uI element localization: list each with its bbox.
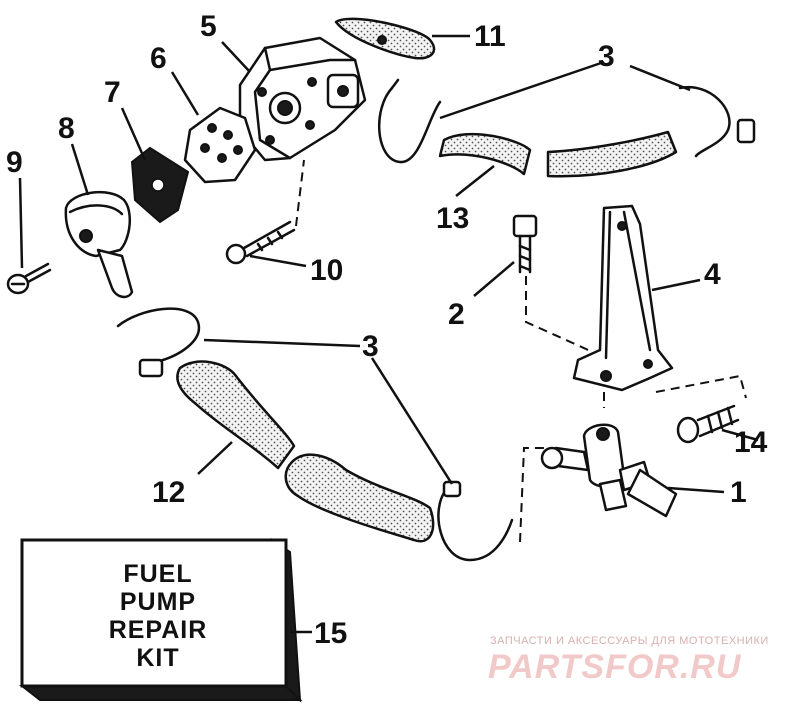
- callout-6: 6: [150, 42, 167, 75]
- leader-13: [455, 165, 495, 197]
- leader-8: [70, 143, 90, 196]
- part-5-fuel-pump-body: [238, 36, 367, 162]
- callout-2: 2: [448, 298, 465, 331]
- kit-label-line-2: PUMP: [120, 588, 196, 616]
- leader-3-lower-b: [370, 357, 454, 485]
- leader-10: [249, 254, 307, 268]
- callout-13: 13: [436, 202, 469, 235]
- leader-12: [197, 441, 233, 475]
- dashed-guide-4: [603, 374, 747, 408]
- part-14-screw: [676, 404, 740, 444]
- part-15-repair-kit: [19, 538, 303, 703]
- callout-11: 11: [474, 20, 506, 53]
- kit-label-line-1: FUEL: [123, 560, 192, 588]
- leader-3-upper-a: [439, 60, 605, 120]
- part-6-diaphragm: [183, 106, 257, 184]
- callout-15: 15: [314, 617, 347, 650]
- callout-14: 14: [734, 426, 768, 459]
- part-13-fuel-hose: [438, 130, 678, 178]
- callout-7: 7: [104, 76, 121, 109]
- leader-1: [667, 486, 725, 494]
- leader-2: [473, 261, 515, 297]
- leader-4: [651, 278, 701, 292]
- leader-6: [170, 71, 200, 116]
- watermark-tagline: ЗАПЧАСТИ И АКСЕССУАРЫ ДЛЯ МОТОТЕХНИКИ: [490, 635, 769, 647]
- kit-label-line-4: KIT: [136, 644, 179, 672]
- part-7-gasket: [130, 146, 190, 224]
- part-10-bolt: [225, 220, 296, 265]
- part-12-fuel-hose: [176, 360, 435, 543]
- leader-3-upper-b: [629, 64, 691, 92]
- callout-5: 5: [200, 10, 217, 43]
- leader-5: [221, 41, 251, 73]
- part-8-filter-cover: [64, 191, 134, 299]
- callout-3-lower: 3: [362, 330, 379, 363]
- dashed-guide-1: [519, 447, 550, 543]
- part-11-gasket: [334, 17, 436, 60]
- part-4-bracket: [572, 204, 674, 392]
- callout-4: 4: [704, 258, 721, 291]
- kit-label-line-3: REPAIR: [109, 616, 208, 644]
- part-1-fuel-connector: [540, 423, 678, 518]
- leader-9: [18, 177, 24, 269]
- part-9-screw: [6, 262, 52, 295]
- callout-8: 8: [58, 112, 75, 145]
- callout-1: 1: [730, 476, 747, 509]
- part-3-clamp-upper: [377, 78, 756, 164]
- watermark-brand: PARTSFOR.RU: [488, 648, 742, 686]
- part-2-bolt: [512, 214, 538, 274]
- leader-7: [120, 107, 147, 161]
- leader-14: [721, 428, 759, 442]
- dashed-guide-10: [295, 159, 305, 227]
- callout-10: 10: [310, 254, 343, 287]
- part-3-clamp-lower: [116, 307, 514, 562]
- dashed-guide-2: [525, 276, 607, 359]
- callout-3-upper: 3: [598, 40, 615, 73]
- leader-3-lower-a: [203, 338, 361, 348]
- callout-12: 12: [152, 476, 185, 509]
- callout-9: 9: [6, 146, 23, 179]
